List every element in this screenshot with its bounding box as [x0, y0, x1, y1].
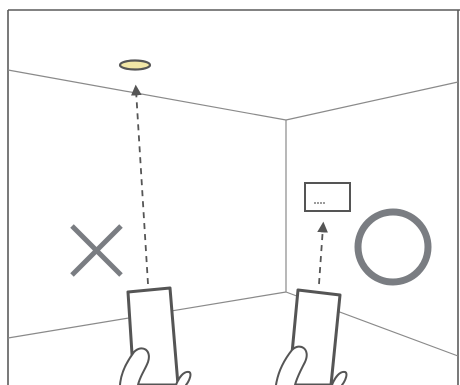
wall-control-panel-icon [304, 182, 351, 212]
circle-icon [354, 208, 432, 286]
ceiling-left-edge [7, 69, 287, 121]
image-frame [7, 9, 460, 385]
left-pointing-arrow [130, 84, 149, 285]
ceiling-light-icon [118, 59, 152, 71]
right-hand-icon [275, 345, 348, 385]
cross-icon [70, 224, 123, 277]
right-pointing-arrow [317, 221, 329, 285]
left-hand-icon [119, 347, 192, 385]
ceiling-right-edge [285, 81, 459, 121]
